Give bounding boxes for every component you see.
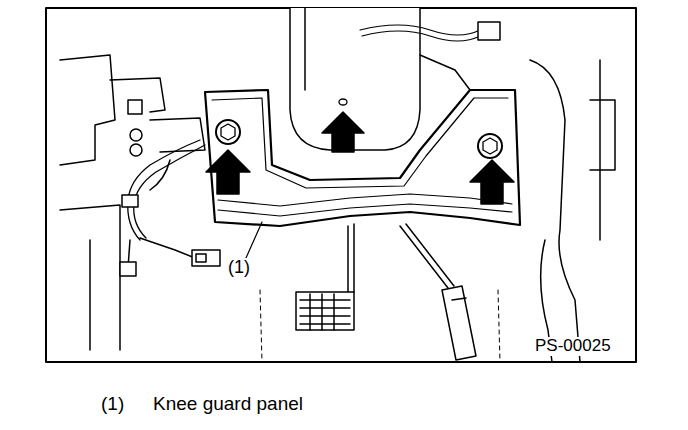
part-name: Knee guard panel xyxy=(153,394,303,415)
callout-number: (1) xyxy=(101,394,124,415)
figure-code: PS-00025 xyxy=(533,337,613,356)
callout-number: (1) xyxy=(226,258,252,278)
